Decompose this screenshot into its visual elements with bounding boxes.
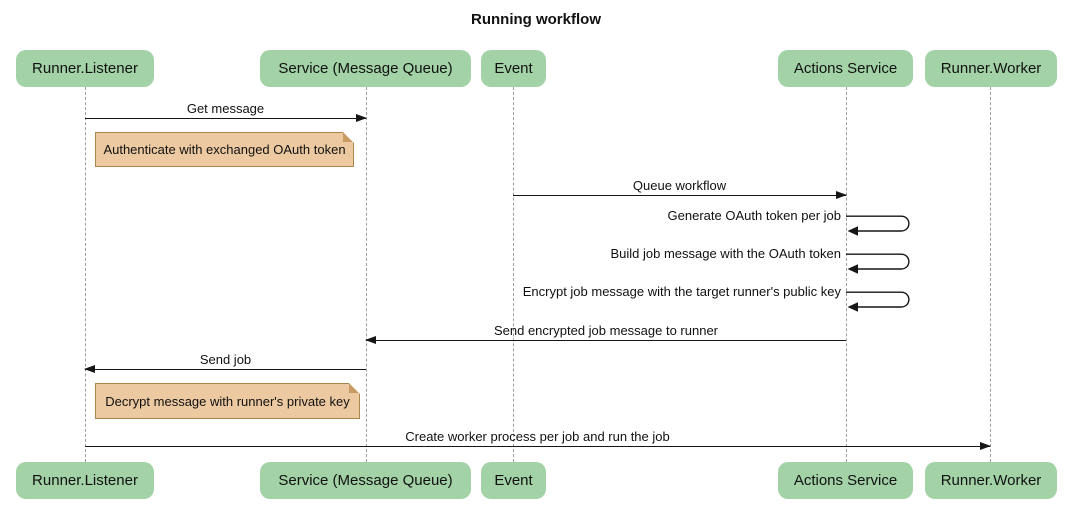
message-label: Queue workflow xyxy=(632,178,727,193)
participant-top-runner-worker: Runner.Worker xyxy=(925,50,1057,87)
message-line xyxy=(85,446,990,448)
message-send-encrypted-job: Send encrypted job message to runner xyxy=(365,323,846,345)
participant-bottom-service-message-queue: Service (Message Queue) xyxy=(260,462,471,499)
message-label: Get message xyxy=(186,101,265,116)
self-loop-icon xyxy=(846,253,910,274)
message-create-worker: Create worker process per job and run th… xyxy=(85,429,991,451)
participant-top-event: Event xyxy=(481,50,546,87)
note-fold-cut xyxy=(343,132,354,143)
self-message-label: Encrypt job message with the target runn… xyxy=(522,284,841,299)
lifeline-runner-worker xyxy=(990,87,991,462)
participant-bottom-event: Event xyxy=(481,462,546,499)
note-authenticate: Authenticate with exchanged OAuth token xyxy=(95,132,354,167)
lifeline-actions-service xyxy=(846,87,847,462)
message-label: Send job xyxy=(199,352,252,367)
note-fold-cut xyxy=(349,383,360,394)
self-loop-icon xyxy=(846,215,910,236)
note-label: Authenticate with exchanged OAuth token xyxy=(103,142,346,157)
self-message-label: Generate OAuth token per job xyxy=(667,208,841,223)
arrowhead-left-icon xyxy=(84,365,95,374)
message-line xyxy=(85,118,366,120)
arrowhead-left-icon xyxy=(365,336,376,345)
arrowhead-right-icon xyxy=(836,191,847,200)
message-label: Send encrypted job message to runner xyxy=(493,323,719,338)
participant-top-actions-service: Actions Service xyxy=(778,50,913,87)
lifeline-runner-listener xyxy=(85,87,86,462)
message-line xyxy=(366,340,846,342)
message-line xyxy=(513,195,846,197)
arrowhead-right-icon xyxy=(980,442,991,451)
note-label: Decrypt message with runner's private ke… xyxy=(105,393,350,409)
message-line xyxy=(85,369,366,371)
message-label: Create worker process per job and run th… xyxy=(405,429,670,444)
self-loop-icon xyxy=(846,291,910,312)
lifeline-service-message-queue xyxy=(366,87,367,462)
arrowhead-right-icon xyxy=(356,114,367,123)
note-decrypt: Decrypt message with runner's private ke… xyxy=(95,383,360,419)
lifeline-event xyxy=(513,87,514,462)
message-queue-workflow: Queue workflow xyxy=(513,178,847,200)
participant-bottom-runner-listener: Runner.Listener xyxy=(16,462,154,499)
participant-top-runner-listener: Runner.Listener xyxy=(16,50,154,87)
participant-bottom-actions-service: Actions Service xyxy=(778,462,913,499)
diagram-title: Running workflow xyxy=(471,11,601,28)
message-get-message: Get message xyxy=(85,101,367,123)
message-send-job: Send job xyxy=(84,352,366,374)
participant-bottom-runner-worker: Runner.Worker xyxy=(925,462,1057,499)
self-message-label: Build job message with the OAuth token xyxy=(610,246,841,261)
participant-top-service-message-queue: Service (Message Queue) xyxy=(260,50,471,87)
